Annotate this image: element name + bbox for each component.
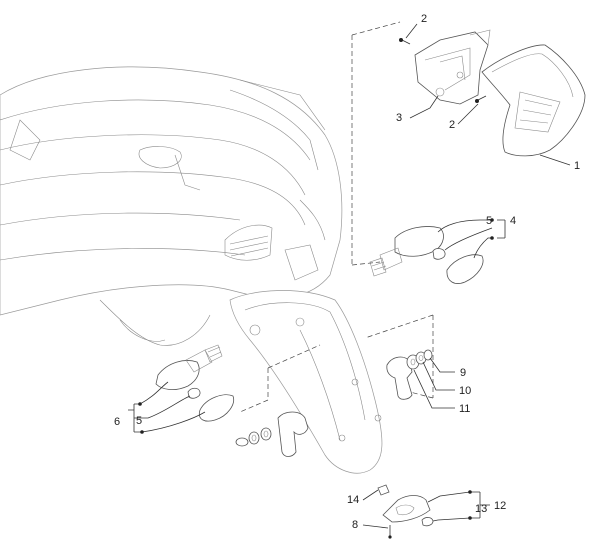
licence-plate-light [382,495,431,523]
scooter-rear-body [0,66,343,346]
callout-8: 8 [352,519,358,531]
callout-11: 11 [459,403,470,415]
bracket-dots [138,218,494,520]
nut-9 [423,349,433,361]
callout-10: 10 [459,385,471,397]
callout-5-upper: 5 [486,215,492,227]
callout-labels: 2 3 2 1 5 4 6 5 9 10 11 12 13 14 8 [114,13,580,531]
callout-5-left: 5 [136,415,142,427]
right-support-bracket [386,356,413,400]
vent-grille [224,224,273,261]
rear-mudguard [229,290,383,474]
callout-12: 12 [494,500,506,512]
lens-left [198,394,235,422]
bulb-5-left [187,387,201,399]
callout-13: 13 [475,503,487,515]
turn-indicator-upper [369,226,444,277]
screw-2-top [399,38,411,45]
callout-2-top: 2 [421,13,427,25]
bulb-13 [421,517,434,527]
washer-10 [415,351,427,365]
callout-9: 9 [460,367,466,379]
grommet-14 [377,484,390,496]
callout-2-bottom: 2 [449,119,455,131]
screw-8 [388,525,392,539]
dashed-guide-lines [239,21,434,413]
rear-light-bracket [414,29,491,105]
turn-indicator-left [155,344,223,390]
callout-4: 4 [510,215,516,227]
bulb-5-upper [432,248,446,260]
callout-14: 14 [347,494,359,506]
screw-2-bottom [475,95,487,103]
callout-3: 3 [396,112,402,124]
lens-upper [446,254,484,284]
rear-light-lens [481,44,586,157]
left-washer-set [235,427,272,447]
callout-1: 1 [574,160,580,172]
left-support-bracket [277,411,309,457]
leader-lines [128,23,571,529]
callout-6: 6 [114,416,120,428]
